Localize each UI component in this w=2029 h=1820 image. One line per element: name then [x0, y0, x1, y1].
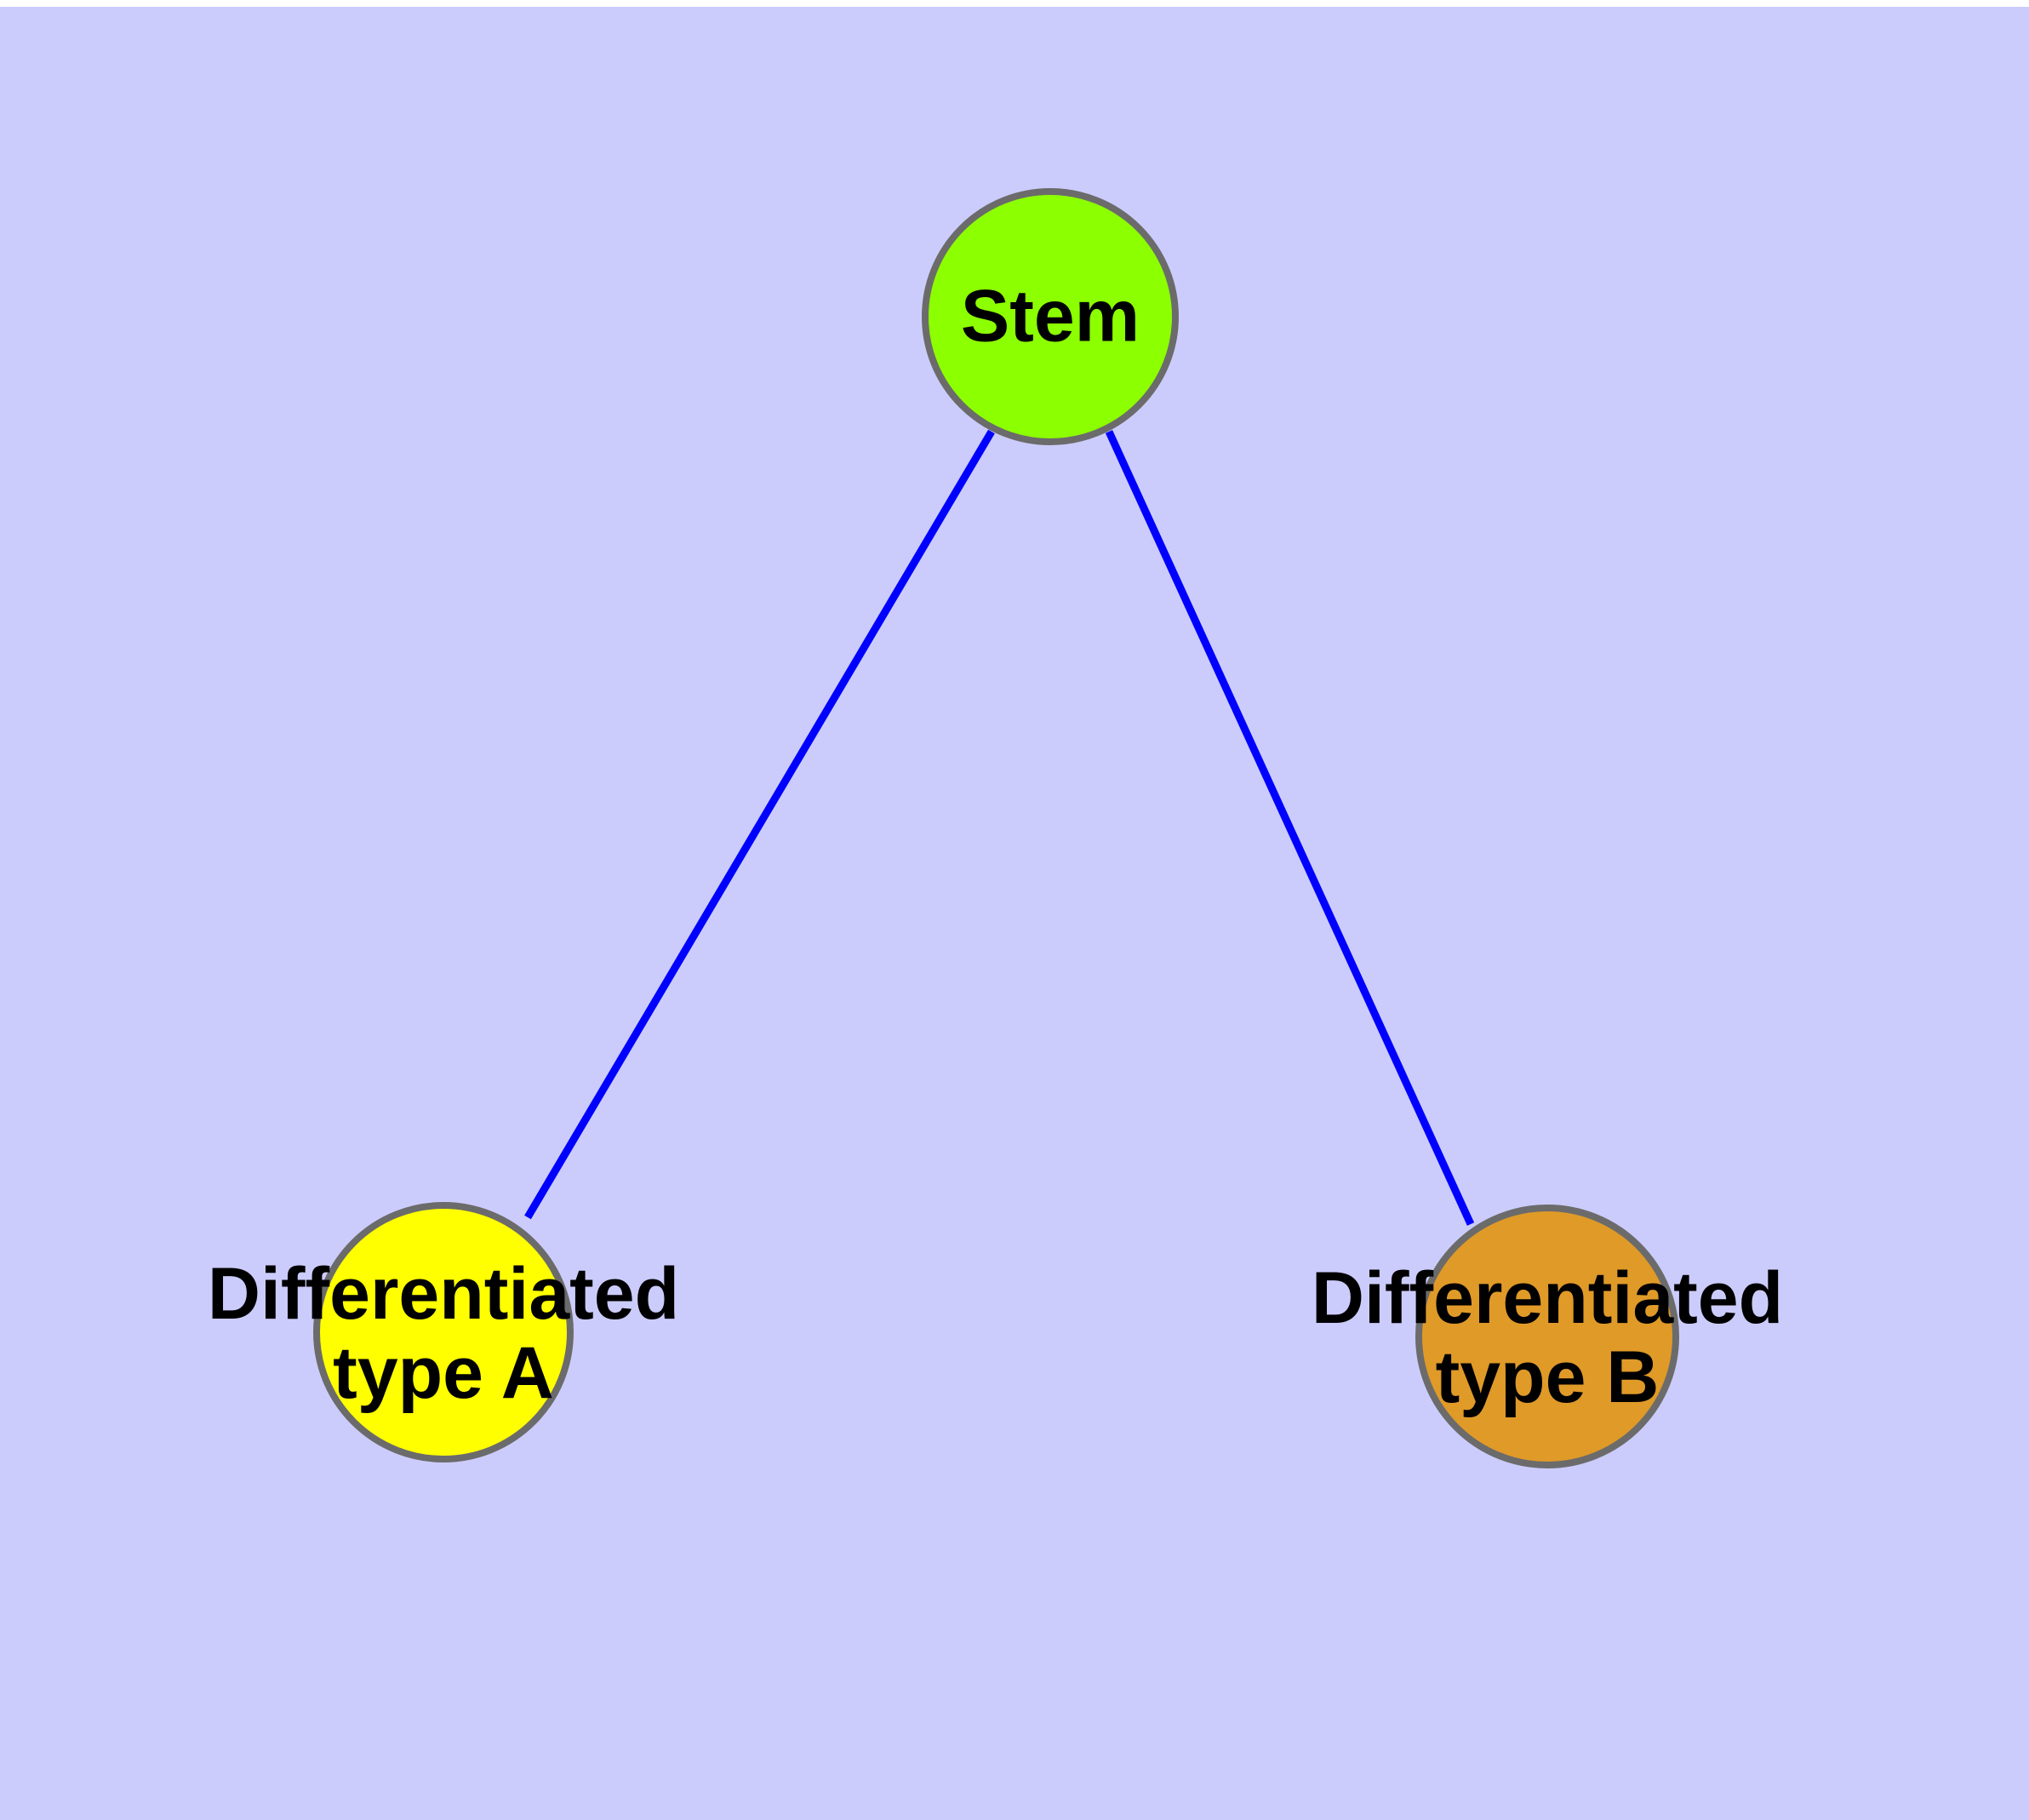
node-diff-b-circle[interactable] [1415, 1205, 1679, 1468]
edge-stem-to-diff-a [524, 429, 995, 1220]
node-diff-a-circle[interactable] [313, 1202, 574, 1462]
edge-stem-to-diff-b [1105, 430, 1475, 1226]
node-stem-circle[interactable] [922, 188, 1179, 445]
node-layer [313, 188, 1679, 1468]
edge-layer [524, 429, 1475, 1226]
